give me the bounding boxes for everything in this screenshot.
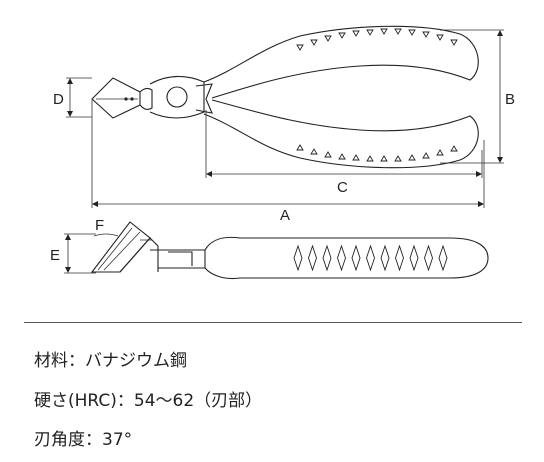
dimension-e: E bbox=[50, 233, 96, 274]
spec-material-value: バナジウム鋼 bbox=[85, 351, 187, 371]
grip-tooth bbox=[422, 31, 430, 38]
dimension-c-label: C bbox=[337, 179, 348, 196]
grip-diamond bbox=[409, 244, 419, 272]
spec-material: 材料：バナジウム鋼 bbox=[34, 346, 187, 371]
lower-handle bbox=[203, 99, 479, 169]
grip-diamond bbox=[322, 244, 332, 272]
dimension-b: B bbox=[440, 29, 515, 164]
grip-tooth bbox=[324, 35, 332, 42]
spec-blade-angle-label: 刃角度 bbox=[34, 430, 85, 450]
grip-diamond bbox=[351, 244, 361, 272]
side-view: E F bbox=[50, 217, 489, 280]
grip-tooth bbox=[394, 155, 402, 162]
grip-diamond bbox=[395, 244, 404, 272]
grip-tooth bbox=[338, 32, 346, 39]
grip-tooth bbox=[380, 28, 388, 35]
dimension-a: A bbox=[91, 100, 485, 224]
dimension-e-label: E bbox=[50, 247, 60, 264]
grip-tooth bbox=[366, 155, 374, 162]
grip-tooth bbox=[338, 153, 346, 160]
grip-diamond bbox=[366, 244, 375, 272]
grip-tooth bbox=[408, 154, 416, 161]
grip-tooth bbox=[310, 39, 318, 46]
grip-tooth bbox=[408, 29, 416, 36]
grip-tooth bbox=[436, 149, 444, 156]
spec-material-separator: ： bbox=[68, 351, 85, 371]
dimension-b-label: B bbox=[505, 91, 515, 108]
divider bbox=[24, 322, 522, 323]
grip-tooth bbox=[436, 34, 444, 41]
upper-handle-grip bbox=[296, 28, 458, 51]
spec-hardness-label: 硬さ(HRC) bbox=[34, 391, 117, 411]
dimension-d: D bbox=[53, 77, 92, 118]
grip-diamond bbox=[424, 244, 433, 272]
dimension-a-label: A bbox=[280, 207, 290, 224]
grip-tooth bbox=[310, 148, 318, 155]
handle-side bbox=[204, 236, 489, 280]
spec-blade-angle: 刃角度：37° bbox=[34, 425, 132, 450]
dimension-f-label: F bbox=[95, 217, 104, 234]
grip-tooth bbox=[296, 44, 304, 51]
spec-hardness-separator: ： bbox=[116, 391, 134, 411]
cutting-head bbox=[91, 75, 213, 119]
grip-tooth bbox=[352, 30, 360, 37]
grip-diamond bbox=[380, 244, 390, 272]
grip-tooth bbox=[324, 151, 332, 158]
grip-tooth bbox=[450, 39, 458, 46]
dimension-f: F bbox=[93, 217, 119, 237]
spec-hardness: 硬さ(HRC)：54～62（刃部） bbox=[34, 386, 262, 411]
grip-tooth bbox=[366, 29, 374, 36]
upper-handle bbox=[203, 25, 479, 99]
grip-diamond bbox=[308, 244, 317, 272]
grip-tooth bbox=[422, 152, 430, 159]
spec-material-label: 材料 bbox=[34, 351, 68, 371]
lower-handle-grip bbox=[296, 144, 458, 162]
grip-tooth bbox=[380, 155, 388, 162]
side-grip-pattern bbox=[293, 244, 448, 272]
grip-diamond bbox=[293, 244, 303, 272]
dimension-c: C bbox=[205, 110, 483, 196]
spec-blade-angle-value: 37° bbox=[102, 430, 133, 450]
head-side bbox=[90, 221, 206, 273]
grip-tooth bbox=[450, 145, 458, 152]
grip-tooth bbox=[394, 28, 402, 35]
grip-diamond bbox=[438, 244, 448, 272]
spec-hardness-value: 54～62（刃部） bbox=[133, 391, 263, 411]
top-view: D B bbox=[53, 25, 515, 224]
grip-tooth bbox=[296, 144, 304, 151]
spec-blade-angle-separator: ： bbox=[85, 430, 102, 450]
grip-tooth bbox=[352, 154, 360, 161]
dimension-d-label: D bbox=[53, 91, 64, 108]
grip-diamond bbox=[337, 244, 346, 272]
pliers-diagram: D B bbox=[50, 25, 515, 280]
